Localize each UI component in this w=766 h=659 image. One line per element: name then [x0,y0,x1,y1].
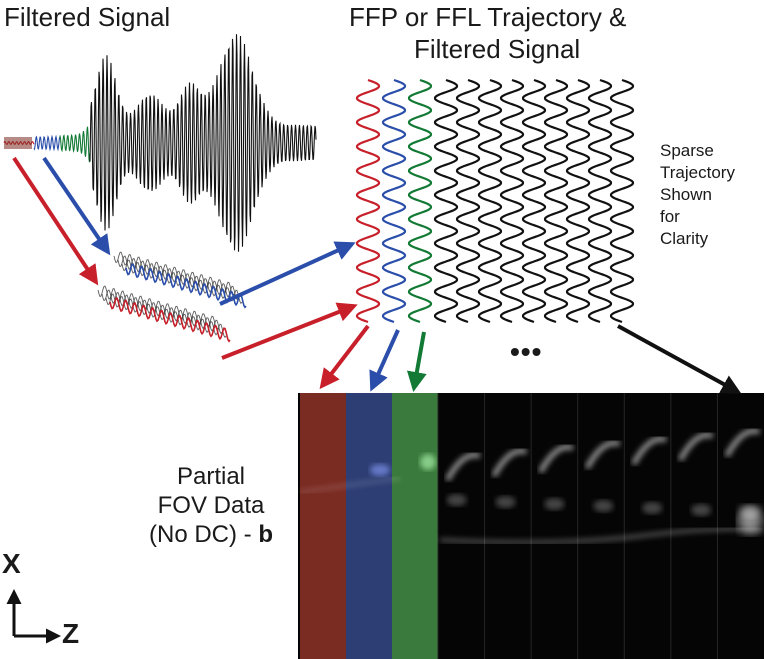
grayscale-horizontal-band [439,526,763,545]
arrow-red-signal-to-chunk [12,156,99,286]
grayscale-panel-2 [530,393,578,659]
grayscale-arc-6 [724,428,761,458]
trajectory-column-3 [433,78,459,324]
signal-segment-3 [89,34,317,252]
mapping-arrows [12,156,742,394]
arrow-red-chunk-to-trajectory [221,302,358,360]
side-note-line4: for [660,207,680,226]
grayscale-arc-5 [677,432,714,462]
chunk-bundle-red-line-1 [101,289,223,335]
grayscale-blob-1 [495,496,516,508]
grayscale-arc-4 [631,436,668,466]
partial-label-line2: FOV Data [157,492,265,519]
grayscale-panel-bg-2 [531,393,578,659]
partial-label-line3-bold: b [258,521,273,548]
trajectory-column-9 [565,78,591,324]
chunk-bundle-red-line-2 [105,293,227,339]
trajectory-column-0 [355,78,381,324]
trajectory-column-5 [477,78,503,324]
partial-fov-label: Partial FOV Data (No DC) - b [126,462,296,549]
trajectory-column-11 [609,78,635,324]
trajectory-title-line2: Filtered Signal [414,34,581,64]
arrow-blue-to-panel [369,329,400,392]
trajectory-zigzag-grid [355,78,635,324]
grayscale-arc-2 [538,444,574,474]
side-note-line5: Clarity [660,229,709,248]
side-note-line1: Sparse [660,141,714,160]
grayscale-blob-0 [446,494,467,506]
arrow-blue-chunk-to-trajectory [219,241,356,306]
trajectory-title-line1: FFP or FFL Trajectory & [349,2,627,32]
filtered-signal-title: Filtered Signal [4,2,171,32]
signal-chunk-bundles [97,251,247,343]
partial-label-line3: (No DC) - b [126,520,296,549]
grayscale-panel-bg-1 [484,393,532,659]
grayscale-panel-bg-0 [438,393,485,659]
panel-green [392,393,438,659]
green-panel-spot [420,454,436,470]
grayscale-arc-1 [491,448,528,478]
grayscale-panel-3 [577,393,625,659]
signal-red-box [4,137,32,149]
x-axis-label: X [2,548,21,579]
grayscale-panel-bg-3 [577,393,625,659]
z-axis-label: Z [62,618,80,649]
grayscale-arc-3 [584,440,621,470]
chunk-bundle-blue-line-2 [121,259,243,305]
trajectory-column-7 [521,78,547,324]
grayscale-blob-5 [691,504,712,516]
grayscale-blob-4 [642,502,663,514]
grayscale-panel-1 [484,393,532,659]
colored-panel-band [299,476,401,494]
axis-indicator [6,589,61,644]
chunk-bundle-blue-line-1 [117,255,239,301]
trajectory-column-1 [381,78,407,324]
trajectory-column-6 [499,78,525,324]
grayscale-panel-4 [623,393,671,659]
arrow-red-to-panel [319,324,370,390]
trajectory-column-2 [407,78,433,324]
grayscale-arc-0 [445,452,481,482]
partial-fov-image-strip [298,393,764,659]
side-note-line3: Shown [660,185,712,204]
trajectory-column-4 [455,78,481,324]
grayscale-bright-spot [738,506,762,534]
panel-blue [346,393,392,659]
grayscale-panel-bg-4 [624,393,671,659]
arrow-blue-signal-to-chunk [42,156,111,256]
partial-label-line3-prefix: (No DC) - [149,521,259,548]
grayscale-panel-5 [670,393,718,659]
arrow-green-to-panel [406,331,427,392]
trajectory-column-10 [587,78,613,324]
side-note-line2: Trajectory [660,163,735,182]
arrow-black-to-panel [617,324,742,394]
signal-segment-1 [33,134,61,152]
ellipsis: ••• [510,336,543,367]
sparse-trajectory-note: Sparse Trajectory Shown for Clarity [660,140,735,250]
grayscale-blob-2 [544,498,565,510]
filtered-signal-waveform [3,34,317,252]
grayscale-panel-0 [437,393,485,659]
blue-panel-spot [370,464,390,476]
chunk-bundle-red-line-3 [109,297,231,343]
grayscale-blob-3 [593,500,614,512]
signal-segment-2 [59,126,91,163]
partial-label-line1: Partial [176,463,246,490]
trajectory-column-8 [543,78,569,324]
chunk-bundle-red [97,285,231,343]
panel-red [300,393,346,659]
